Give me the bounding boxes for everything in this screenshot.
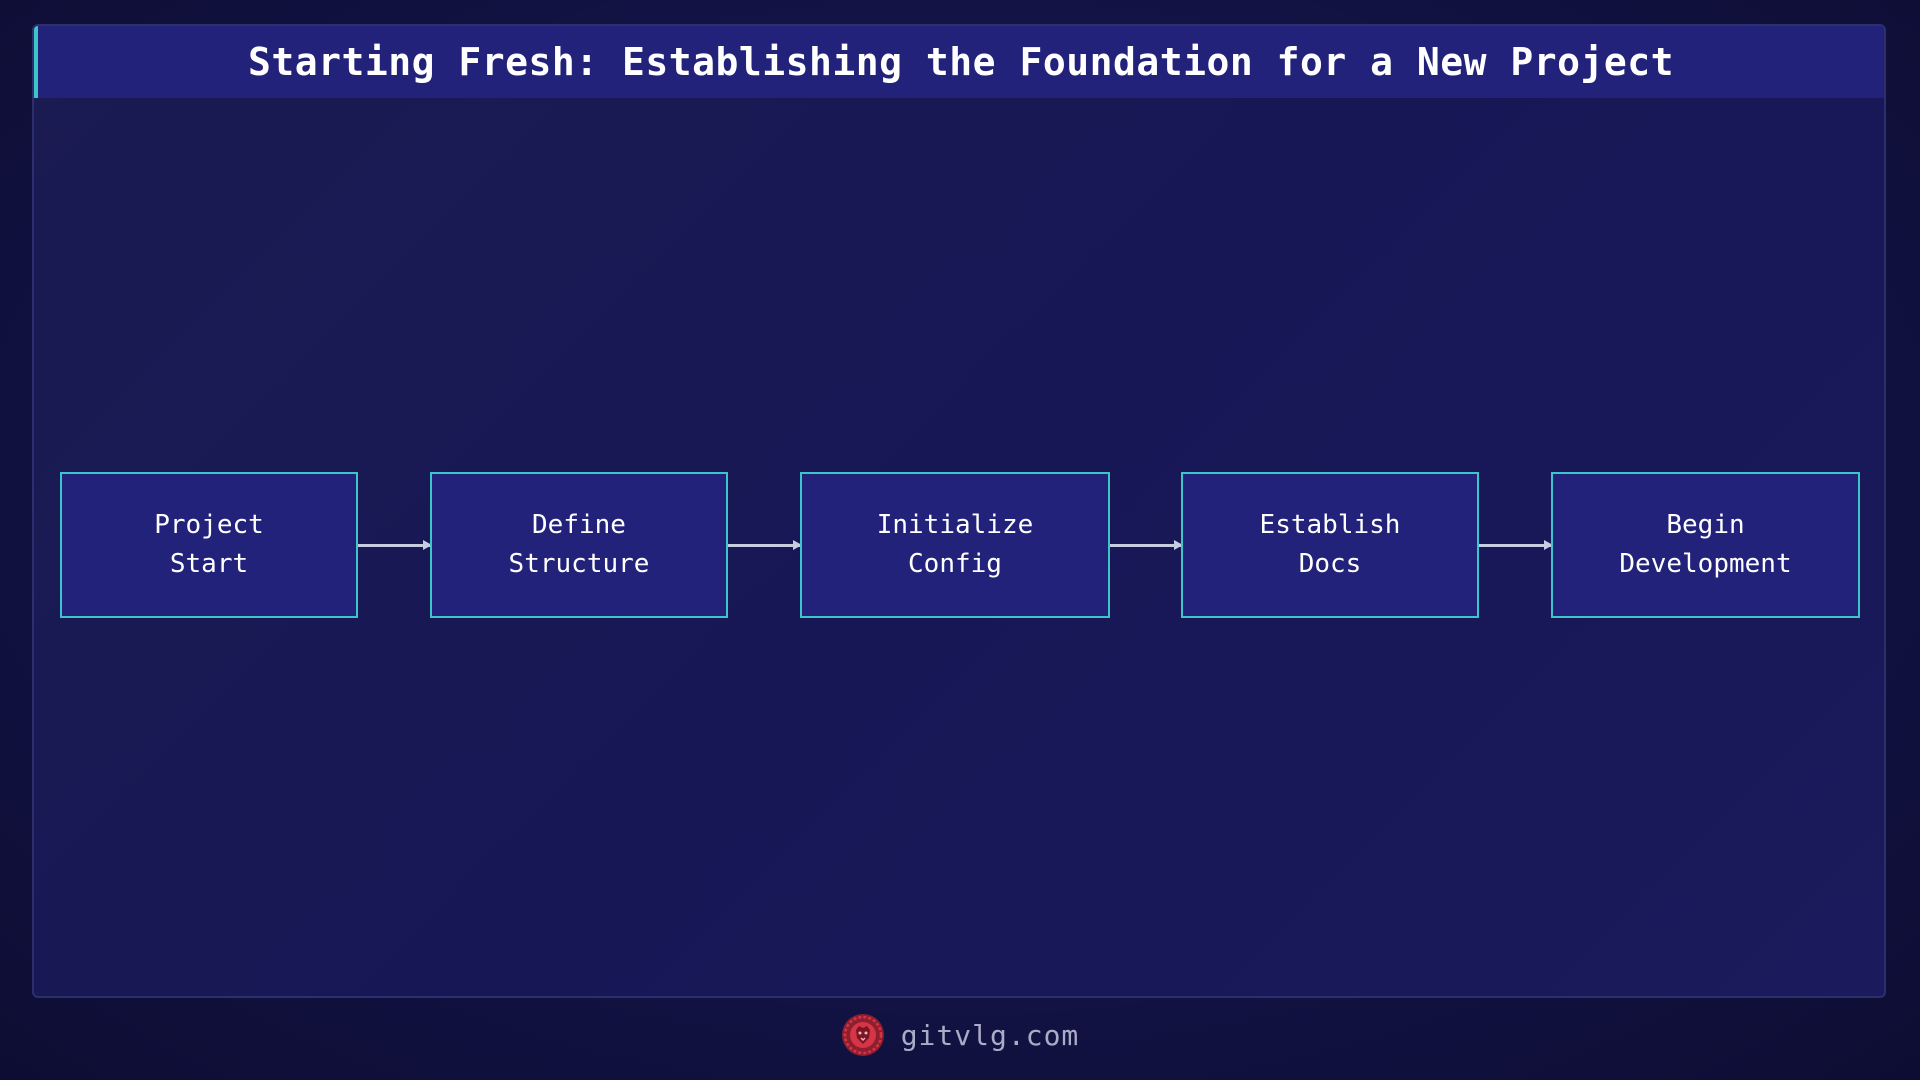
flow-arrow xyxy=(1110,540,1183,550)
flow-arrow xyxy=(728,540,802,550)
step-label-line2: Structure xyxy=(508,549,650,579)
step-label-line2: Config xyxy=(908,549,1002,579)
footer: gitvlg.com xyxy=(0,1010,1920,1060)
title-bar: Starting Fresh: Establishing the Foundat… xyxy=(34,26,1884,98)
step-begin-development: Begin Development xyxy=(1551,472,1860,618)
flow-arrow xyxy=(358,540,432,550)
step-establish-docs: Establish Docs xyxy=(1181,472,1479,618)
step-label-line2: Docs xyxy=(1298,549,1362,579)
step-label-line2: Development xyxy=(1619,549,1792,579)
step-label-line1: Define xyxy=(532,510,626,540)
step-project-start: Project Start xyxy=(60,472,358,618)
step-label-line1: Project xyxy=(154,510,264,540)
step-define-structure: Define Structure xyxy=(430,472,728,618)
step-label-line1: Establish xyxy=(1259,510,1401,540)
step-label-line1: Initialize xyxy=(876,510,1034,540)
step-initialize-config: Initialize Config xyxy=(800,472,1110,618)
lion-logo-icon xyxy=(841,1014,884,1056)
site-url[interactable]: gitvlg.com xyxy=(900,1018,1080,1052)
step-label-line2: Start xyxy=(169,549,249,579)
flow-arrow xyxy=(1479,540,1553,550)
page-title: Starting Fresh: Establishing the Foundat… xyxy=(247,40,1675,84)
step-label-line1: Begin xyxy=(1666,510,1745,540)
